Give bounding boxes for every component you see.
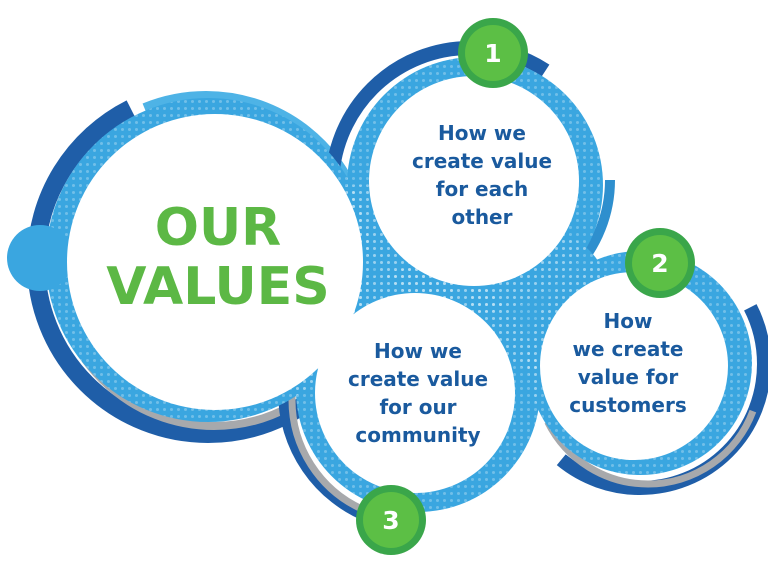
value3-line-3: for our — [379, 395, 456, 419]
main-side-tab — [7, 225, 73, 291]
value2-line-2: we create — [573, 337, 684, 361]
value2-line-1: How — [604, 309, 653, 333]
badge-number-3: 3 — [382, 506, 399, 535]
value1-line-3: for each — [436, 177, 528, 201]
title-line-2: VALUES — [106, 257, 329, 317]
number-badge-1: 1 — [458, 18, 528, 88]
value2-text: How we create value for customers — [569, 309, 686, 417]
number-badge-3: 3 — [356, 485, 426, 555]
main-ring-light — [39, 91, 373, 425]
value2-circle — [540, 272, 728, 460]
title-line-1: OUR — [155, 198, 281, 258]
value3-line-1: How we — [374, 339, 462, 363]
value2-line-4: customers — [569, 393, 686, 417]
badge-number-2: 2 — [651, 249, 668, 278]
value2-line-3: value for — [578, 365, 679, 389]
value2-ring-grey — [532, 256, 764, 488]
value1-text: How we create value for each other — [412, 121, 552, 229]
value3-text: How we create value for our community — [348, 339, 488, 447]
value1-line-2: create value — [412, 149, 552, 173]
value1-line-4: other — [452, 205, 513, 229]
value3-line-4: community — [355, 423, 480, 447]
value1-line-1: How we — [438, 121, 526, 145]
value3-line-2: create value — [348, 367, 488, 391]
badge-number-1: 1 — [484, 39, 501, 68]
value1-circle — [369, 76, 579, 286]
value2-ring-dark — [509, 233, 768, 495]
value3-circle — [315, 293, 515, 493]
main-circle — [67, 114, 363, 410]
number-badge-2: 2 — [625, 228, 695, 298]
value3-ring-grey — [288, 276, 536, 524]
